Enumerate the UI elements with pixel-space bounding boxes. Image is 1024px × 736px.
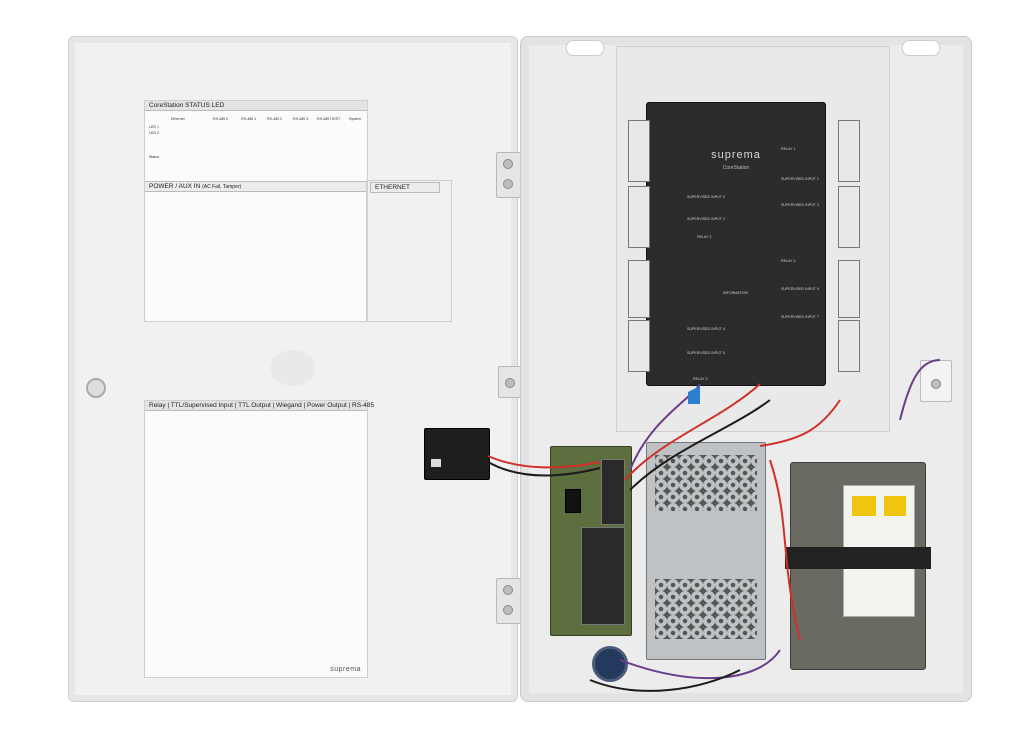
wire-red <box>769 459 801 641</box>
group-rs485-2: RS-485 2 <box>267 117 283 121</box>
ferrite-coil <box>592 646 628 682</box>
label-sup-input-1: SUPERVISED INPUT 1 <box>781 177 819 181</box>
row-led2: LED 2 <box>149 131 159 135</box>
terminal-block <box>628 186 650 248</box>
corestation-board: suprema CoreStation RELAY 1 RELAY 2 RELA… <box>646 102 826 386</box>
tamper-screw <box>931 379 941 389</box>
psu-vent-bottom <box>655 579 757 639</box>
power-switch[interactable] <box>565 489 581 513</box>
wire-purple <box>619 649 781 680</box>
group-ethernet: Ethernet <box>171 117 185 121</box>
label-sup-input-0: SUPERVISED INPUT 0 <box>687 195 725 199</box>
status-led-table: Ethernet RS-485 0 RS-485 1 RS-485 2 RS-4… <box>149 115 363 179</box>
hinge-screw <box>505 378 515 388</box>
warning-sticker <box>852 496 876 516</box>
row-status: Status <box>149 155 160 159</box>
group-rs485-3: RS-485 3 <box>293 117 309 121</box>
mount-slot <box>566 40 604 56</box>
door-lock-knob[interactable] <box>86 378 106 398</box>
label-sup-input-5: SUPERVISED INPUT 5 <box>781 287 819 291</box>
terminal-block <box>628 320 650 372</box>
wire-red <box>487 455 601 469</box>
label-sheet-top: CoreStation STATUS LED Ethernet RS-485 0… <box>144 100 368 322</box>
terminal-block <box>838 320 860 372</box>
label-relay-3: RELAY 3 <box>693 377 708 381</box>
group-rs485-1: RS-485 1 <box>241 117 257 121</box>
power-title-text: POWER / AUX IN <box>149 183 201 190</box>
label-sup-input-2: SUPERVISED INPUT 2 <box>687 217 725 221</box>
wire-black <box>487 461 601 477</box>
ethernet-title: ETHERNET <box>370 182 440 193</box>
controller-model: CoreStation <box>722 165 750 171</box>
wire-black <box>629 399 771 491</box>
info-label: INFORMATION <box>723 291 748 295</box>
backup-battery <box>785 462 931 670</box>
label-sup-input-4: SUPERVISED INPUT 4 <box>687 327 725 331</box>
terminal-block <box>838 260 860 318</box>
group-rs485-0: RS-485 0 <box>213 117 229 121</box>
hinge-screw <box>503 159 513 169</box>
wire-black <box>589 669 741 692</box>
terminal-column-left <box>628 120 650 372</box>
terminal-block-top <box>601 459 625 525</box>
label-sup-input-7: SUPERVISED INPUT 7 <box>781 315 819 319</box>
label-sup-input-6: SUPERVISED INPUT 6 <box>687 351 725 355</box>
power-distribution-board <box>550 446 632 636</box>
wire-red <box>759 399 841 447</box>
group-system: System <box>349 117 361 121</box>
row-led1: LED 1 <box>149 125 159 129</box>
mount-slot <box>902 40 940 56</box>
group-rs485-host: RS-485 HOST <box>317 117 341 121</box>
door-sensor-module <box>424 428 490 480</box>
divider <box>145 181 367 182</box>
warning-sticker <box>884 496 906 516</box>
psu-vent-top <box>655 455 757 511</box>
wire-red <box>624 383 761 481</box>
hinge-screw <box>503 585 513 595</box>
terminal-block <box>628 120 650 182</box>
wiring-title: Relay | TTL/Supervised Input | TTL Outpu… <box>145 401 374 411</box>
door-brand: suprema <box>330 666 361 673</box>
controller-brand: suprema <box>711 149 761 161</box>
label-relay-1: RELAY 1 <box>781 147 796 151</box>
connector-blue <box>688 386 700 404</box>
label-sheet-bottom: Relay | TTL/Supervised Input | TTL Outpu… <box>144 400 374 678</box>
label-sup-input-3: SUPERVISED INPUT 3 <box>781 203 819 207</box>
terminal-block-bottom <box>581 527 625 625</box>
power-subtitle: (AC Fail, Tamper) <box>202 184 242 190</box>
power-title: POWER / AUX IN (AC Fail, Tamper) <box>145 182 367 192</box>
hinge-screw <box>503 605 513 615</box>
ethernet-panel <box>366 180 452 322</box>
terminal-block <box>838 186 860 248</box>
hinge-screw <box>503 179 513 189</box>
terminal-column-right <box>838 120 860 372</box>
door-boss <box>270 350 316 386</box>
label-relay-2: RELAY 2 <box>697 235 712 239</box>
status-led-title: CoreStation STATUS LED <box>145 101 367 111</box>
wire-purple <box>899 359 941 421</box>
battery-strap <box>785 547 931 569</box>
module-label <box>431 459 441 467</box>
terminal-block <box>628 260 650 318</box>
terminal-block <box>838 120 860 182</box>
power-supply-unit <box>646 442 766 660</box>
label-relay-4: RELAY 4 <box>781 259 796 263</box>
